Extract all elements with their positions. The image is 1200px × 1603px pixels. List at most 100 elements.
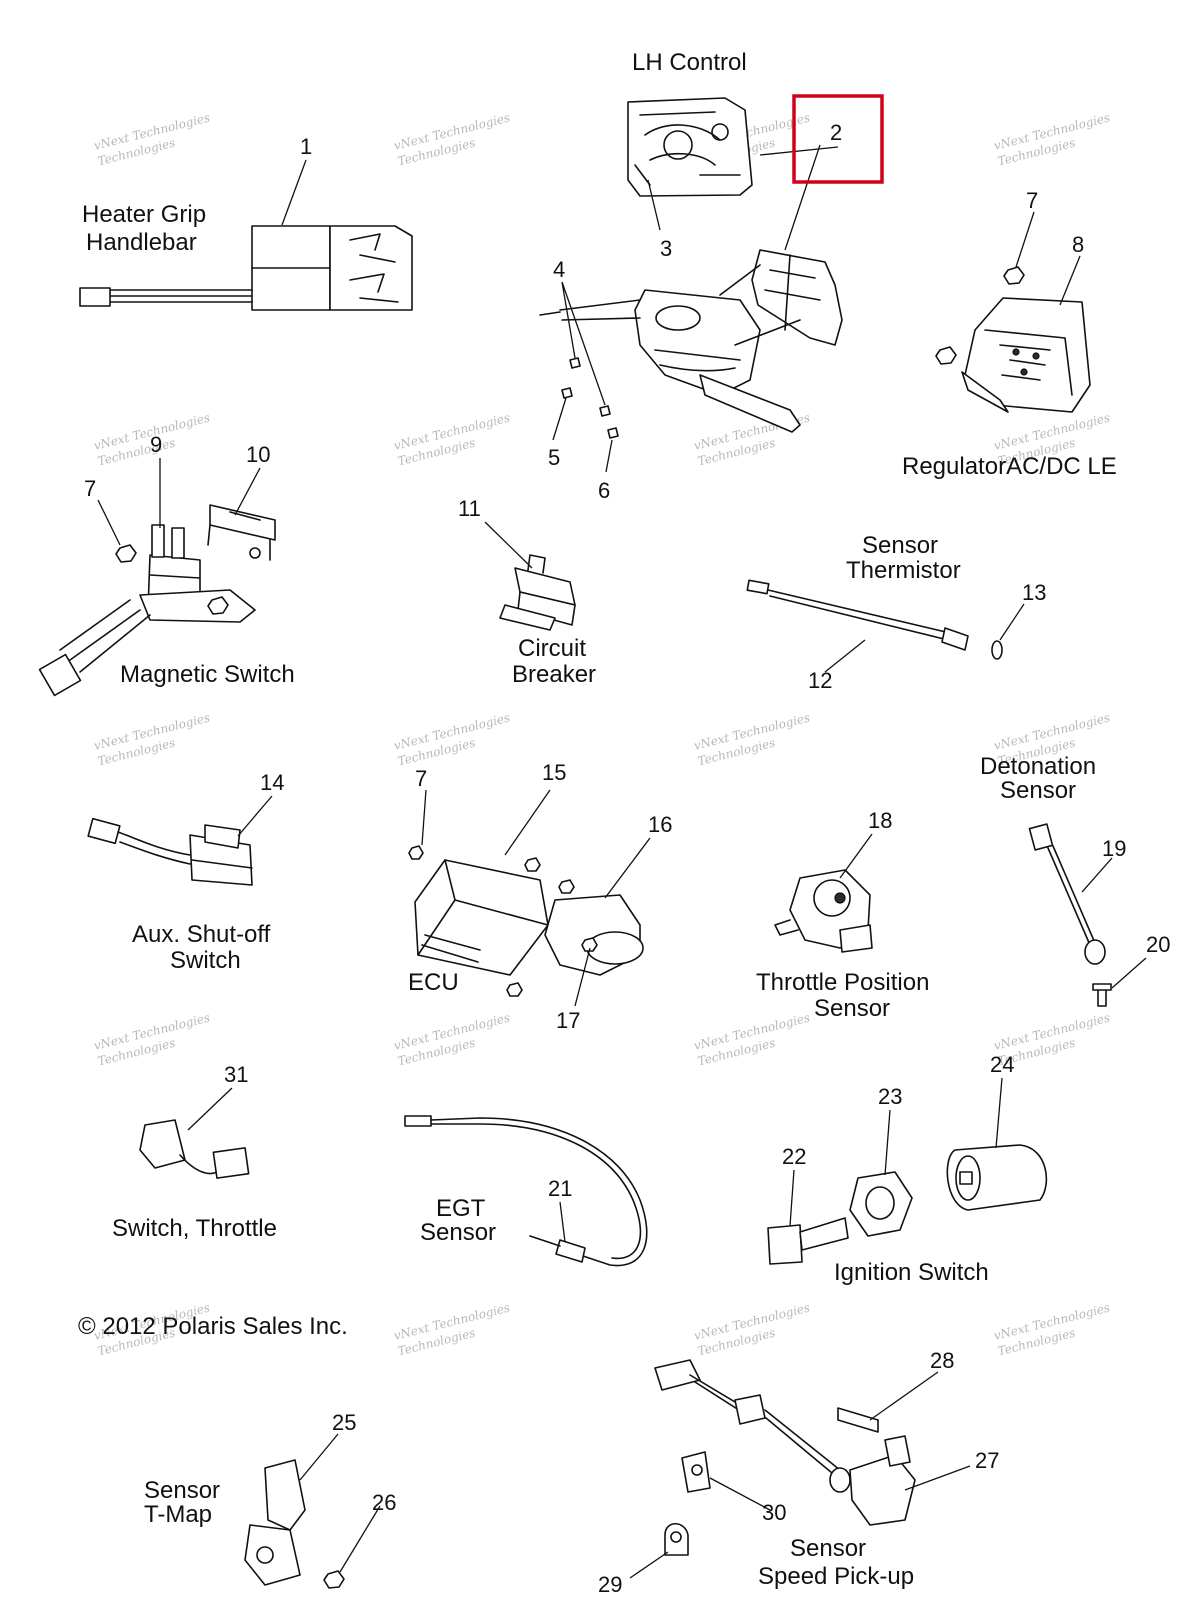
callout-13[interactable]: 13 bbox=[1022, 580, 1046, 605]
sensor-tmap-title-line1: Sensor bbox=[144, 1477, 220, 1504]
callout-2[interactable]: 2 bbox=[830, 120, 842, 145]
leader-line bbox=[1059, 255, 1081, 306]
callout-10[interactable]: 10 bbox=[246, 442, 270, 467]
detonation-title-line2: Sensor bbox=[1000, 777, 1076, 804]
callout-25[interactable]: 25 bbox=[332, 1410, 356, 1435]
sensor-thermistor-title-line2: Thermistor bbox=[846, 557, 961, 584]
ignition-switch-title: Ignition Switch bbox=[834, 1259, 989, 1286]
callout-19[interactable]: 19 bbox=[1102, 836, 1126, 861]
callout-4[interactable]: 4 bbox=[553, 257, 565, 282]
leader-line bbox=[574, 947, 591, 1007]
switch-throttle-title: Switch, Throttle bbox=[112, 1215, 277, 1242]
leader-line bbox=[784, 144, 821, 251]
leader-line bbox=[561, 281, 606, 406]
lh-control-title: LH Control bbox=[632, 49, 747, 76]
callout-26[interactable]: 26 bbox=[372, 1490, 396, 1515]
circuit-breaker-group: 11 Circuit Breaker bbox=[458, 496, 596, 688]
callout-29[interactable]: 29 bbox=[598, 1572, 622, 1597]
throttle-position-drawing bbox=[774, 869, 873, 953]
leader-line bbox=[884, 1109, 891, 1176]
watermark: vNext Technologies Technologies bbox=[92, 1010, 211, 1068]
callout-5[interactable]: 5 bbox=[548, 445, 560, 470]
lh-control-assembly-drawing bbox=[539, 249, 843, 433]
leader-line bbox=[97, 499, 121, 546]
sensor-thermistor-drawing bbox=[746, 579, 1003, 660]
callout-9[interactable]: 9 bbox=[150, 432, 162, 457]
watermark: vNext Technologies Technologies bbox=[992, 110, 1111, 168]
egt-sensor-title-line2: Sensor bbox=[420, 1219, 496, 1246]
callout-27[interactable]: 27 bbox=[975, 1448, 999, 1473]
leader-line bbox=[421, 789, 427, 846]
leader-line bbox=[552, 397, 567, 441]
callout-23[interactable]: 23 bbox=[878, 1084, 902, 1109]
callout-21[interactable]: 21 bbox=[548, 1176, 572, 1201]
sensor-tmap-drawing bbox=[244, 1459, 345, 1589]
watermark: vNext Technologies Technologies bbox=[92, 110, 211, 168]
aux-shutoff-title-line2: Switch bbox=[170, 947, 241, 974]
leader-line bbox=[759, 146, 839, 156]
circuit-breaker-drawing bbox=[499, 554, 576, 631]
switch-throttle-group: 31 Switch, Throttle bbox=[112, 1062, 277, 1242]
watermark: vNext Technologies Technologies bbox=[392, 710, 511, 768]
callout-8[interactable]: 8 bbox=[1072, 232, 1084, 257]
leader-line bbox=[484, 521, 533, 569]
leader-line bbox=[904, 1465, 971, 1491]
throttle-position-title-line2: Sensor bbox=[814, 995, 890, 1022]
circuit-breaker-title-line2: Breaker bbox=[512, 661, 596, 688]
callout-11[interactable]: 11 bbox=[458, 496, 481, 521]
leader-line bbox=[339, 1505, 381, 1573]
callout-7a[interactable]: 7 bbox=[1026, 188, 1038, 213]
callout-7b[interactable]: 7 bbox=[84, 476, 96, 501]
callout-15[interactable]: 15 bbox=[542, 760, 566, 785]
regulator-group: 7 8 RegulatorAC/DC LE bbox=[902, 188, 1117, 480]
callout-14[interactable]: 14 bbox=[260, 770, 284, 795]
heater-grip-group: Heater Grip Handlebar 1 bbox=[79, 134, 413, 311]
speed-pickup-group: 28 27 30 29 Sensor Speed Pick-up bbox=[598, 1348, 999, 1597]
copyright-text: © 2012 Polaris Sales Inc. bbox=[78, 1313, 348, 1340]
callout-28[interactable]: 28 bbox=[930, 1348, 954, 1373]
callout-24[interactable]: 24 bbox=[990, 1052, 1014, 1077]
callout-7c[interactable]: 7 bbox=[415, 766, 427, 791]
callout-1[interactable]: 1 bbox=[300, 134, 312, 159]
leader-line bbox=[504, 789, 551, 856]
callout-16[interactable]: 16 bbox=[648, 812, 672, 837]
callout-31[interactable]: 31 bbox=[224, 1062, 248, 1087]
leader-line bbox=[605, 439, 613, 473]
magnetic-switch-title: Magnetic Switch bbox=[120, 661, 295, 688]
leader-line bbox=[1015, 211, 1035, 268]
leader-line bbox=[299, 1433, 339, 1481]
egt-sensor-title-line1: EGT bbox=[436, 1195, 486, 1222]
regulator-drawing bbox=[935, 266, 1091, 413]
leader-line bbox=[647, 179, 661, 231]
leader-line bbox=[187, 1087, 233, 1131]
circuit-breaker-title-line1: Circuit bbox=[518, 635, 586, 662]
callout-22[interactable]: 22 bbox=[782, 1144, 806, 1169]
leader-line bbox=[604, 837, 651, 899]
magnetic-switch-group: 9 10 7 Magnetic Switch bbox=[38, 432, 295, 697]
egt-sensor-group: 21 EGT Sensor bbox=[404, 1115, 648, 1267]
callout-6[interactable]: 6 bbox=[598, 478, 610, 503]
switch-throttle-drawing bbox=[139, 1119, 250, 1179]
highlight-box-callout-2[interactable] bbox=[792, 94, 884, 184]
callout-30[interactable]: 30 bbox=[762, 1500, 786, 1525]
leader-line bbox=[839, 833, 873, 879]
leader-line bbox=[1111, 957, 1147, 989]
lh-control-group: LH Control bbox=[539, 49, 884, 503]
callout-20[interactable]: 20 bbox=[1146, 932, 1170, 957]
heater-grip-title-line2: Handlebar bbox=[86, 229, 197, 256]
callout-17[interactable]: 17 bbox=[556, 1008, 580, 1033]
callout-3[interactable]: 3 bbox=[660, 236, 672, 261]
sensor-thermistor-group: Sensor Thermistor 12 13 bbox=[746, 532, 1046, 693]
ecu-group: 7 15 16 17 ECU bbox=[408, 760, 672, 1033]
ignition-switch-drawing bbox=[767, 1144, 1048, 1265]
speed-pickup-title-line1: Sensor bbox=[790, 1535, 866, 1562]
watermark: vNext Technologies Technologies bbox=[92, 710, 211, 768]
regulator-title: RegulatorAC/DC LE bbox=[902, 453, 1117, 480]
leader-line bbox=[999, 603, 1025, 641]
aux-shutoff-title-line1: Aux. Shut-off bbox=[132, 921, 271, 948]
callout-12[interactable]: 12 bbox=[808, 668, 832, 693]
egt-sensor-drawing bbox=[404, 1115, 648, 1267]
callout-18[interactable]: 18 bbox=[868, 808, 892, 833]
detonation-title-line1: Detonation bbox=[980, 753, 1096, 780]
